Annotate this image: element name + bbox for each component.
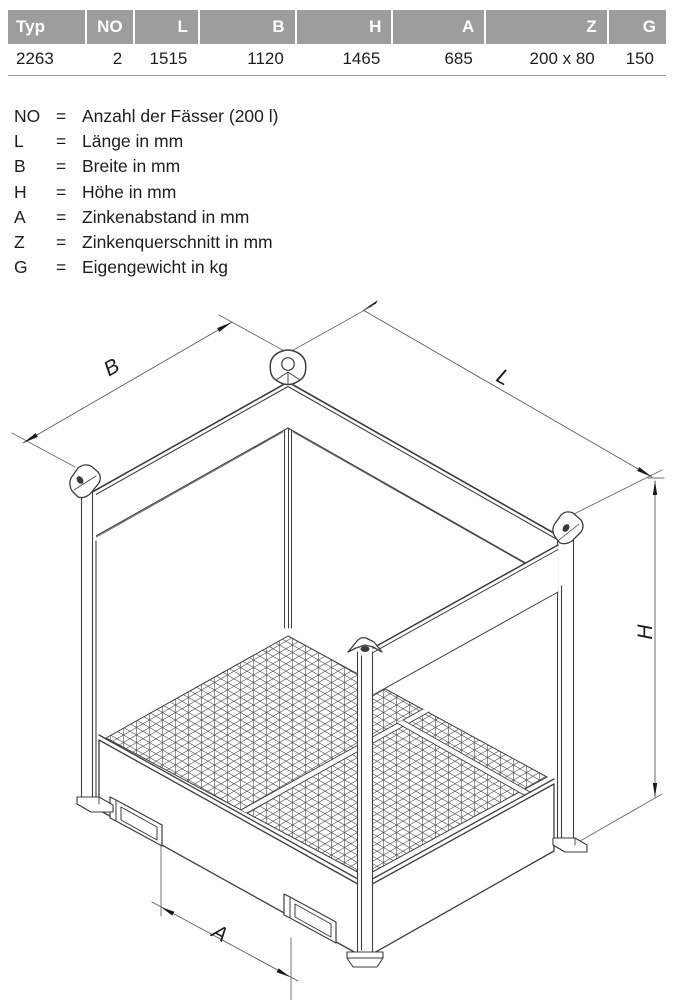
col-header-a: A: [393, 10, 485, 44]
col-header-l: L: [134, 10, 198, 44]
legend-abbr: A: [14, 206, 26, 227]
legend-text: Breite in mm: [82, 156, 181, 177]
spec-table-value-row: 2263 2 1515 1120 1465 685 200 x 80 150: [8, 44, 666, 74]
legend-equals: =: [56, 181, 67, 202]
legend-row: H = Höhe in mm: [14, 180, 278, 205]
dimension-arrowheads: [23, 300, 658, 977]
fork-pocket-2: [283, 893, 337, 944]
legend: NO = Anzahl der Fässer (200 l) L = Länge…: [14, 104, 278, 280]
legend-equals: =: [56, 131, 67, 152]
front-right-rail: [372, 544, 559, 696]
legend-abbr: G: [14, 257, 28, 278]
legend-row: NO = Anzahl der Fässer (200 l): [14, 104, 278, 129]
spec-table-header-row: Typ NO L B H A Z G: [8, 10, 666, 44]
top-rail-right: [287, 381, 567, 587]
left-post: [76, 491, 114, 813]
grating-seam-b: [240, 708, 430, 814]
dim-label-b: B: [100, 354, 124, 381]
floor-grating: [98, 629, 555, 889]
right-foot: [552, 837, 588, 853]
top-rail-left: [86, 381, 289, 542]
right-post: [552, 539, 588, 853]
legend-text: Höhe in mm: [82, 181, 177, 202]
value-b: 1120: [247, 49, 284, 68]
value-no: 2: [112, 49, 123, 68]
grating-seam-l: [396, 719, 531, 796]
value-h: 1465: [342, 49, 381, 68]
fork-pockets: [109, 796, 337, 944]
legend-row: B = Breite in mm: [14, 154, 278, 179]
legend-row: A = Zinkenabstand in mm: [14, 205, 278, 230]
right-lifting-lug: [552, 511, 584, 545]
col-header-h: H: [296, 10, 392, 44]
legend-text: Anzahl der Fässer (200 l): [82, 106, 279, 126]
col-header-z: Z: [486, 10, 607, 44]
legend-equals: =: [56, 232, 67, 253]
front-foot: [346, 951, 384, 968]
legend-text: Eigengewicht in kg: [82, 257, 228, 278]
legend-text: Zinkenabstand in mm: [82, 206, 250, 227]
value-a: 685: [444, 49, 473, 68]
legend-abbr: H: [14, 181, 27, 202]
col-header-g: G: [608, 10, 666, 44]
value-g: 150: [625, 49, 655, 68]
col-header-b: B: [199, 10, 295, 44]
legend-text: Länge in mm: [82, 131, 184, 152]
legend-equals: =: [56, 206, 67, 227]
legend-row: L = Länge in mm: [14, 129, 278, 154]
left-foot: [76, 796, 114, 813]
table-bottom-rule: [8, 75, 666, 76]
value-l: 1515: [149, 49, 188, 68]
value-typ: 2263: [16, 49, 54, 68]
value-z: 200 x 80: [529, 49, 595, 68]
col-header-no: NO: [87, 10, 133, 44]
legend-abbr: Z: [14, 232, 25, 253]
spec-table: Typ NO L B H A Z G 2263 2 1515 1120 1465…: [8, 10, 666, 76]
front-post-cap: [347, 636, 383, 653]
legend-equals: =: [56, 156, 67, 177]
legend-equals: =: [56, 257, 67, 278]
fork-pocket-1: [109, 796, 163, 847]
apex-lifting-lug: [269, 349, 307, 386]
extension-lines: [11, 305, 665, 1000]
left-lifting-lug: [69, 464, 101, 499]
dimension-lines: [22, 309, 656, 982]
dim-label-h: H: [634, 624, 657, 640]
legend-row: G = Eigengewicht in kg: [14, 255, 278, 280]
front-post: [346, 636, 384, 968]
legend-equals: =: [56, 106, 67, 126]
legend-abbr: L: [14, 131, 24, 152]
legend-text: Zinkenquerschnitt in mm: [82, 232, 273, 253]
legend-abbr: B: [14, 156, 26, 177]
legend-row: Z = Zinkenquerschnitt in mm: [14, 230, 278, 255]
col-header-typ: Typ: [8, 10, 86, 44]
legend-abbr: NO: [14, 106, 41, 126]
